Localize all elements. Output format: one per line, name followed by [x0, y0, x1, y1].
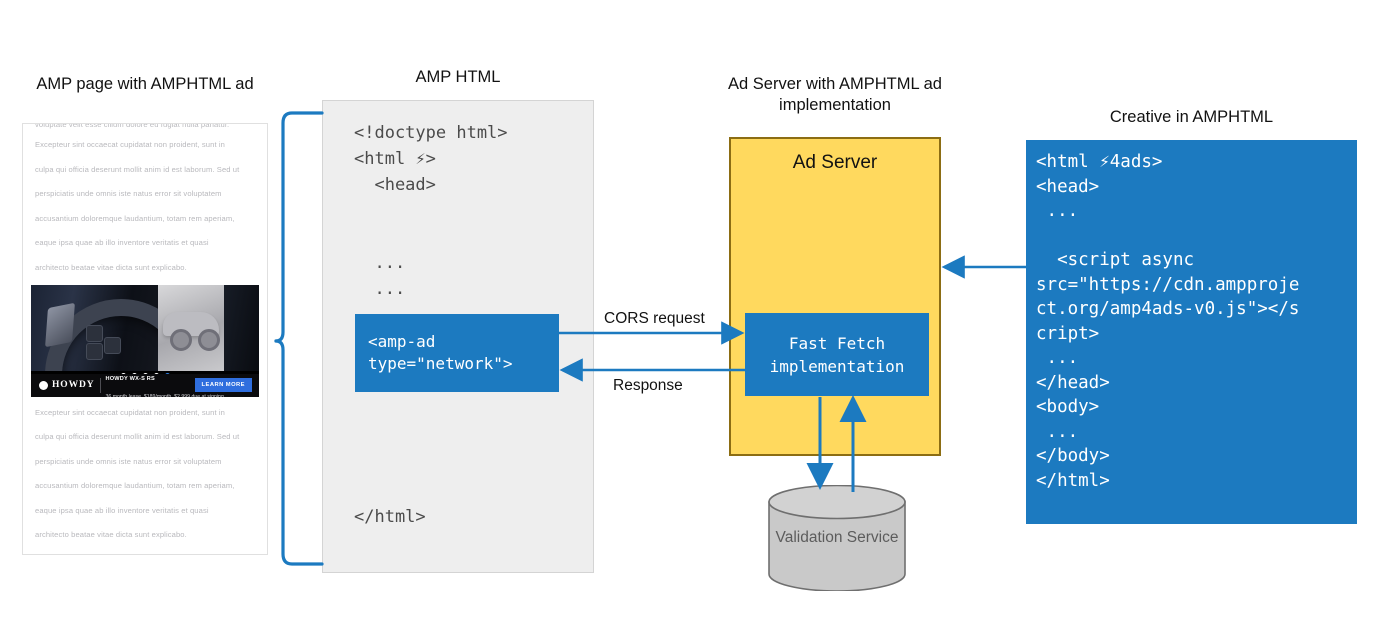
- validation-service-cylinder: [768, 485, 906, 591]
- ad-copy: HOWDY WX-S RS 36 month lease, $189/month…: [105, 367, 226, 397]
- phone-icon: [86, 324, 103, 342]
- brand-logo-icon: [39, 380, 48, 390]
- edge-label-cors-request: CORS request: [604, 310, 705, 327]
- ad-inset-photo: [158, 284, 224, 371]
- creative-amphtml-box: [1026, 140, 1357, 524]
- amp-ad-snippet: <amp-ad type="network">: [368, 332, 513, 373]
- mock-p3-l1: Excepteur sint occaecat cupidatat non pr…: [35, 407, 225, 417]
- mock-p3-l2: culpa qui officia deserunt mollit anim i…: [35, 432, 240, 442]
- validation-service-label: Validation Service: [775, 529, 899, 546]
- ad-headline: HOWDY WX-S RS: [105, 376, 155, 382]
- learn-more-button[interactable]: LEARN MORE: [194, 378, 252, 392]
- steering-wheel-spoke-graphic: [45, 302, 75, 347]
- page-bracket: [274, 111, 324, 566]
- mock-p3-l3: perspiciatis unde omnis iste natus error…: [35, 456, 222, 466]
- caption-ad-server: Ad Server with AMPHTML ad implementation: [728, 75, 942, 115]
- mock-ad-creative[interactable]: HOWDY HOWDY WX-S RS 36 month lease, $189…: [31, 284, 259, 397]
- caption-creative: Creative in AMPHTML: [1109, 108, 1274, 126]
- car-wheel-rear-graphic: [198, 328, 220, 351]
- mock-p2-l6: architecto beatae vitae dicta sunt expli…: [35, 262, 187, 272]
- mock-p3-l4: accusantium doloremque laudantium, totam…: [35, 481, 235, 491]
- voice-icon: [104, 336, 121, 354]
- ad-subtext: 36 month lease, $189/month, $2,999 due a…: [106, 394, 226, 397]
- mock-paragraph-2: Excepteur sint occaecat cupidatat non pr…: [23, 137, 267, 275]
- amp-html-code-top: <!doctype html> <html ⚡> <head> ... ...: [354, 123, 508, 299]
- mock-p2-l4: accusantium doloremque laudantium, totam…: [35, 213, 235, 223]
- mock-p2-l1: Excepteur sint occaecat cupidatat non pr…: [35, 140, 225, 150]
- ad-server-box: [729, 137, 941, 456]
- mock-paragraph-1b-text: voluptate velit esse cillum dolore eu fu…: [35, 123, 230, 129]
- fast-fetch-box[interactable]: Fast Fetch implementation: [745, 313, 929, 396]
- divider: [99, 377, 101, 393]
- creative-amphtml-code: <html ⚡4ads> <head> ... <script async sr…: [1036, 152, 1300, 491]
- fast-fetch-label: Fast Fetch implementation: [769, 333, 905, 376]
- mock-paragraph-4: Lorem ipsum dolor sit amet, consectetur …: [23, 552, 267, 554]
- car-wheel-front-graphic: [170, 328, 192, 351]
- caption-amp-html: AMP HTML: [415, 68, 501, 86]
- amp-page-mock: consequat. Duis aute irure dolor in repr…: [22, 123, 268, 555]
- ad-footer-bar: HOWDY HOWDY WX-S RS 36 month lease, $189…: [31, 373, 259, 397]
- mock-p2-l2: culpa qui officia deserunt mollit anim i…: [35, 164, 240, 174]
- volume-icon: [86, 342, 103, 360]
- mock-p2-l5: eaque ipsa quae ab illo inventore verita…: [35, 238, 209, 248]
- mock-p4-l1: Lorem ipsum dolor sit amet, consectetur …: [35, 552, 255, 554]
- mock-paragraph-1b: voluptate velit esse cillum dolore eu fu…: [23, 123, 267, 132]
- edge-label-response: Response: [613, 377, 683, 394]
- ad-photo: [31, 284, 259, 371]
- mock-p2-l3: perspiciatis unde omnis iste natus error…: [35, 189, 222, 199]
- ad-server-title: Ad Server: [792, 152, 878, 173]
- amp-html-code-bottom: </html>: [354, 507, 426, 527]
- ad-brand-name: HOWDY: [52, 380, 95, 390]
- amp-ad-box[interactable]: <amp-ad type="network">: [355, 314, 559, 392]
- mock-p3-l6: architecto beatae vitae dicta sunt expli…: [35, 530, 187, 540]
- mock-p3-l5: eaque ipsa quae ab illo inventore verita…: [35, 505, 209, 515]
- caption-amp-page: AMP page with AMPHTML ad: [36, 75, 254, 93]
- mock-paragraph-3: Excepteur sint occaecat cupidatat non pr…: [23, 405, 267, 543]
